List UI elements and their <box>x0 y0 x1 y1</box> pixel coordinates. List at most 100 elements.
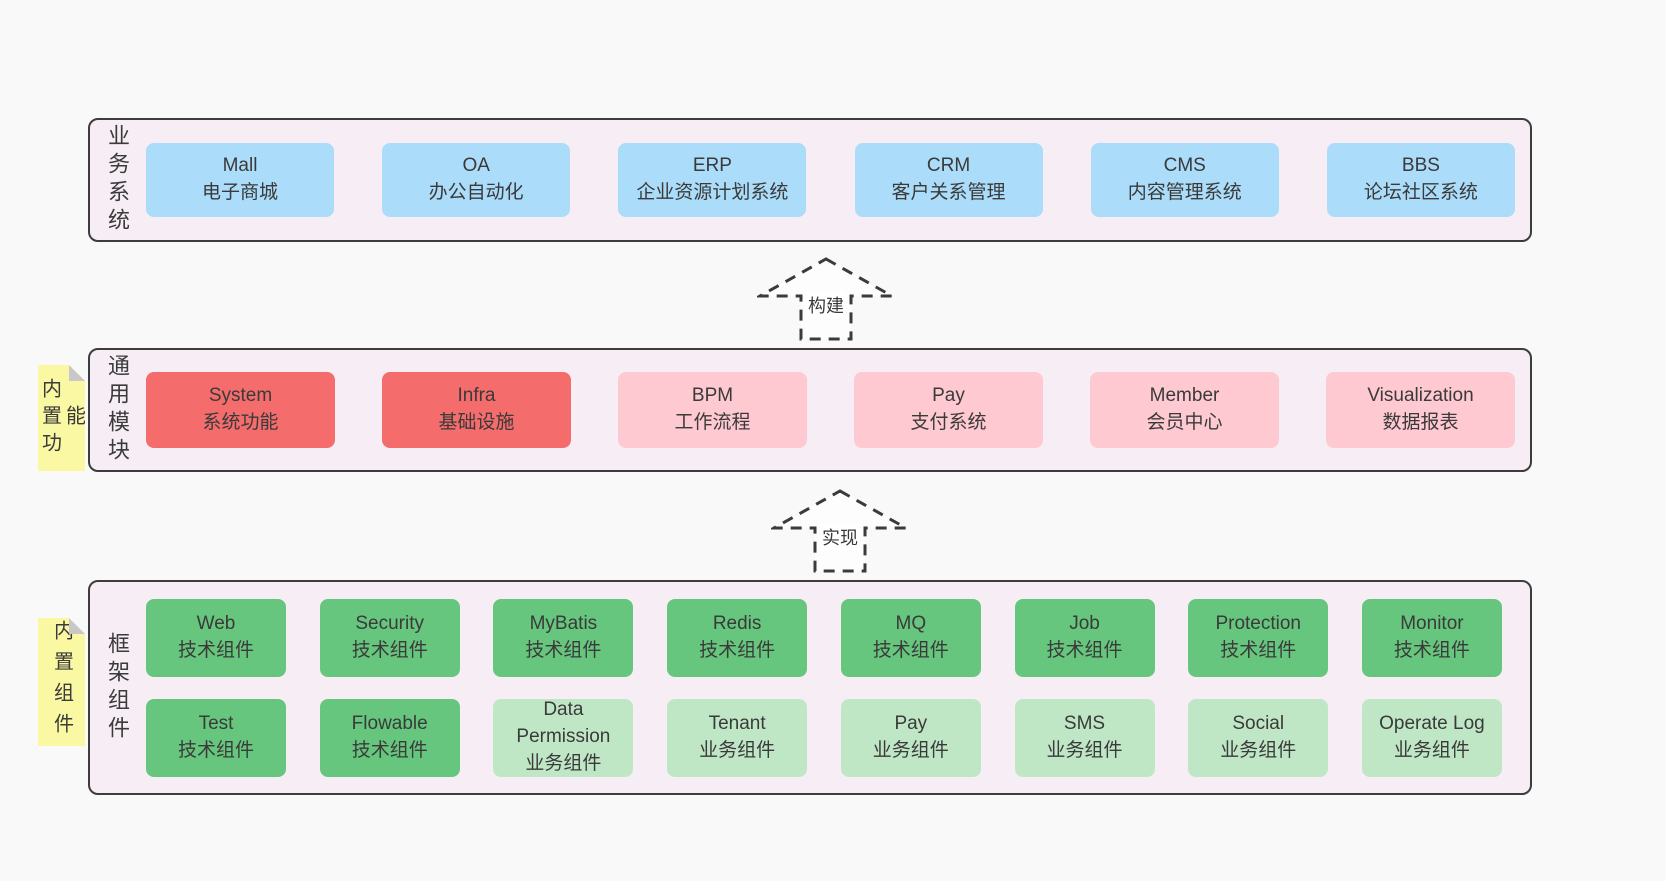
box-title: Infra <box>457 385 496 407</box>
band-components-content: Web 技术组件 Security 技术组件 MyBatis 技术组件 Redi… <box>146 598 1530 777</box>
box-title: Visualization <box>1367 385 1474 407</box>
box-bpm: BPM 工作流程 <box>618 372 807 448</box>
band-business-systems: 业务系统 Mall 电子商城 OA 办公自动化 ERP 企业资源计划系统 CRM… <box>88 118 1532 242</box>
box-title: Data Permission <box>516 699 611 748</box>
box-title: Pay <box>932 385 965 407</box>
box-title: SMS <box>1063 712 1106 734</box>
band-framework-components: 框架组件 Web 技术组件 Security 技术组件 MyBatis 技术组件… <box>88 580 1532 795</box>
box-subtitle: 技术组件 <box>177 639 254 661</box>
box-title: OA <box>462 155 490 177</box>
box-subtitle: 技术组件 <box>1046 639 1123 661</box>
box-crm: CRM 客户关系管理 <box>854 143 1043 217</box>
box-subtitle: 业务组件 <box>525 752 602 774</box>
box-mybatis: MyBatis 技术组件 <box>493 598 634 677</box>
tag-built-in-components-label: 内置组件 <box>50 620 73 744</box>
box-member: Member 会员中心 <box>1090 372 1279 448</box>
box-subtitle: 技术组件 <box>351 739 428 761</box>
box-erp: ERP 企业资源计划系统 <box>618 143 807 217</box>
box-subtitle: 技术组件 <box>1220 639 1297 661</box>
box-title: Tenant <box>708 712 766 734</box>
arrow-build-label: 构建 <box>806 292 846 318</box>
box-subtitle: 基础设施 <box>438 412 515 433</box>
box-flowable: Flowable 技术组件 <box>319 698 460 777</box>
band-label-common-modules: 通用模块 <box>105 354 130 466</box>
box-title: Protection <box>1215 612 1301 634</box>
box-subtitle: 业务组件 <box>1046 739 1123 761</box>
box-subtitle: 技术组件 <box>872 639 949 661</box>
band-business-content: Mall 电子商城 OA 办公自动化 ERP 企业资源计划系统 CRM 客户关系… <box>146 143 1530 217</box>
box-operate-log: Operate Log 业务组件 <box>1361 698 1502 777</box>
components-box-row-1: Web 技术组件 Security 技术组件 MyBatis 技术组件 Redi… <box>146 598 1502 677</box>
box-title: Operate Log <box>1379 712 1485 734</box>
box-title: Security <box>355 612 425 634</box>
box-social: Social 业务组件 <box>1188 698 1329 777</box>
box-oa: OA 办公自动化 <box>382 143 571 217</box>
box-title: Mall <box>222 155 258 177</box>
box-subtitle: 支付系统 <box>910 412 987 433</box>
arrow-implement: 实现 <box>771 488 909 574</box>
band-label-framework-components: 框架组件 <box>105 631 130 744</box>
box-title: Test <box>198 712 234 734</box>
box-subtitle: 业务组件 <box>872 739 949 761</box>
box-subtitle: 电子商城 <box>201 182 278 203</box>
box-mq: MQ 技术组件 <box>840 598 981 677</box>
box-title: Social <box>1232 712 1285 734</box>
tag-built-in-features-label: 内置功能 <box>38 377 85 459</box>
box-subtitle: 论坛社区系统 <box>1363 182 1478 203</box>
box-tenant: Tenant 业务组件 <box>667 698 808 777</box>
arrow-build: 构建 <box>757 256 895 342</box>
box-bbs: BBS 论坛社区系统 <box>1326 143 1515 217</box>
box-subtitle: 业务组件 <box>1220 739 1297 761</box>
box-subtitle: 办公自动化 <box>428 182 524 203</box>
arrow-implement-label: 实现 <box>820 524 860 550</box>
box-title: Web <box>196 612 236 634</box>
box-subtitle: 数据报表 <box>1382 412 1459 433</box>
box-mall: Mall 电子商城 <box>146 143 334 217</box>
box-data-permission: Data Permission 业务组件 <box>493 698 634 777</box>
box-pay-module: Pay 支付系统 <box>854 372 1043 448</box>
tag-built-in-features: 内置功能 <box>38 365 85 471</box>
box-job: Job 技术组件 <box>1014 598 1155 677</box>
box-subtitle: 技术组件 <box>177 739 254 761</box>
box-protection: Protection 技术组件 <box>1188 598 1329 677</box>
box-subtitle: 业务组件 <box>699 739 776 761</box>
box-infra: Infra 基础设施 <box>382 372 571 448</box>
band-modules-content: System 系统功能 Infra 基础设施 BPM 工作流程 Pay 支付系统… <box>146 372 1530 448</box>
box-subtitle: 客户关系管理 <box>891 182 1006 203</box>
box-visualization: Visualization 数据报表 <box>1326 372 1515 448</box>
box-test: Test 技术组件 <box>146 698 286 777</box>
box-subtitle: 会员中心 <box>1146 412 1223 433</box>
box-subtitle: 技术组件 <box>699 639 776 661</box>
box-title: BPM <box>691 385 734 407</box>
modules-box-row: System 系统功能 Infra 基础设施 BPM 工作流程 Pay 支付系统… <box>146 372 1515 448</box>
box-pay-component: Pay 业务组件 <box>840 698 981 777</box>
box-subtitle: 技术组件 <box>351 639 428 661</box>
box-title: CMS <box>1163 155 1206 177</box>
box-subtitle: 工作流程 <box>674 412 751 433</box>
box-subtitle: 技术组件 <box>525 639 602 661</box>
box-monitor: Monitor 技术组件 <box>1361 598 1502 677</box>
box-title: CRM <box>926 155 971 177</box>
box-title: Redis <box>712 612 762 634</box>
box-subtitle: 技术组件 <box>1393 639 1470 661</box>
business-box-row: Mall 电子商城 OA 办公自动化 ERP 企业资源计划系统 CRM 客户关系… <box>146 143 1515 217</box>
box-title: MQ <box>895 612 927 634</box>
band-label-business-systems: 业务系统 <box>105 124 130 236</box>
box-subtitle: 系统功能 <box>202 412 279 433</box>
box-title: Flowable <box>351 712 428 734</box>
box-title: Job <box>1069 612 1100 634</box>
box-system: System 系统功能 <box>146 372 335 448</box>
box-title: MyBatis <box>529 612 598 634</box>
band-common-modules: 通用模块 System 系统功能 Infra 基础设施 BPM 工作流程 Pay… <box>88 348 1532 472</box>
box-title: ERP <box>692 155 732 177</box>
box-title: Monitor <box>1400 612 1464 634</box>
box-title: BBS <box>1401 155 1440 177</box>
box-title: Member <box>1149 385 1220 407</box>
box-web: Web 技术组件 <box>146 598 286 677</box>
box-title: Pay <box>894 712 928 734</box>
box-subtitle: 内容管理系统 <box>1127 182 1242 203</box>
box-redis: Redis 技术组件 <box>667 598 808 677</box>
box-title: System <box>208 385 273 407</box>
box-cms: CMS 内容管理系统 <box>1090 143 1279 217</box>
